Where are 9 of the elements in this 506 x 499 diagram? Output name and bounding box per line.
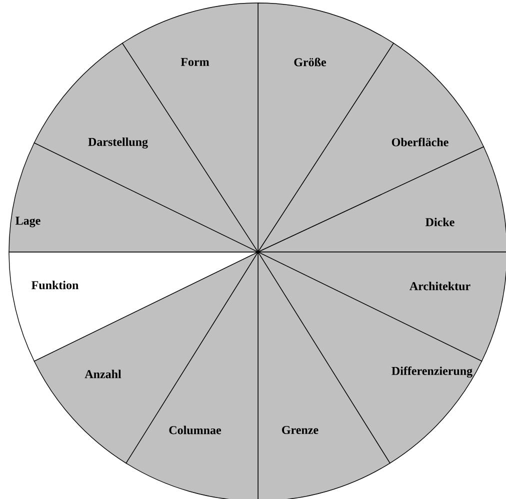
node-label: Columnae	[169, 426, 222, 434]
sector: Columnae	[126, 252, 258, 499]
sector: Architektur	[258, 252, 506, 362]
node-label: Architektur	[410, 282, 470, 290]
node-label: Grenze	[282, 426, 318, 434]
sector: Grenze	[258, 252, 390, 499]
sector: Funktion	[8, 252, 258, 362]
node-label: Dicke	[426, 218, 454, 226]
sector: Dicke	[258, 146, 506, 252]
